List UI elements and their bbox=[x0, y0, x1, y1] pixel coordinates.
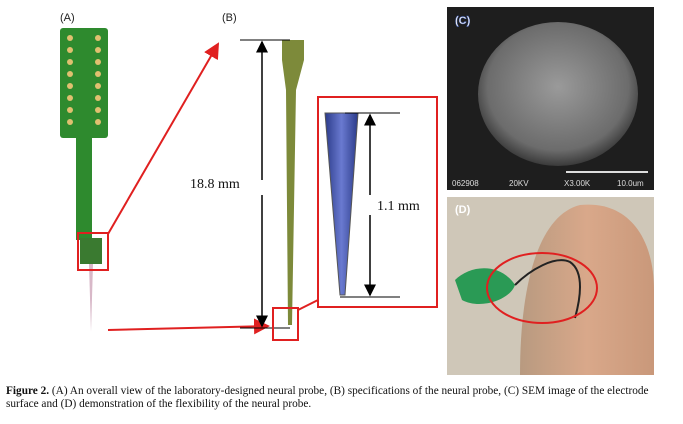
zoom-arrow-top bbox=[107, 42, 220, 235]
flexible-probe bbox=[514, 259, 581, 319]
figure-caption: Figure 2. (A) An overall view of the lab… bbox=[6, 385, 682, 411]
tip-zoom-box bbox=[317, 96, 438, 308]
panel-c: (C) 062908 20KV X3.00K 10.0um bbox=[447, 7, 654, 190]
sem-voltage: 20KV bbox=[509, 179, 529, 188]
highlight-box-a bbox=[77, 232, 109, 271]
panel-a-label: (A) bbox=[60, 12, 75, 24]
caption-text: (A) An overall view of the laboratory-de… bbox=[6, 385, 649, 410]
panel-c-label: (C) bbox=[455, 15, 471, 27]
probe-base bbox=[80, 238, 102, 264]
sem-scale: 10.0um bbox=[617, 179, 644, 188]
probe-holder bbox=[455, 268, 515, 305]
zoom-arrow-bottom bbox=[107, 318, 270, 335]
electrode-surface bbox=[478, 22, 638, 166]
probe-stem bbox=[76, 138, 92, 240]
probe-tip bbox=[324, 112, 359, 296]
probe-shank bbox=[282, 40, 304, 325]
finger bbox=[520, 204, 654, 375]
caption-title: Figure 2. bbox=[6, 385, 50, 397]
sem-magnification: X3.00K bbox=[564, 179, 591, 188]
tip-length: 1.1 mm bbox=[377, 199, 420, 214]
sem-id: 062908 bbox=[452, 179, 479, 188]
highlight-ellipse bbox=[486, 252, 598, 324]
figure: (A) (B) 18.8 mm 1.1 mm bbox=[60, 7, 654, 375]
panel-d-label: (D) bbox=[455, 204, 471, 216]
panel-d: (D) bbox=[447, 197, 654, 375]
highlight-box-b bbox=[272, 307, 299, 341]
panel-b: (B) 18.8 mm 1.1 mm bbox=[190, 12, 438, 341]
contact-pads bbox=[67, 35, 101, 125]
probe-length: 18.8 mm bbox=[190, 177, 240, 192]
panel-a: (A) bbox=[60, 12, 109, 332]
panel-b-label: (B) bbox=[222, 12, 237, 24]
tip-connector-line bbox=[297, 299, 319, 311]
probe-needle bbox=[89, 264, 93, 332]
